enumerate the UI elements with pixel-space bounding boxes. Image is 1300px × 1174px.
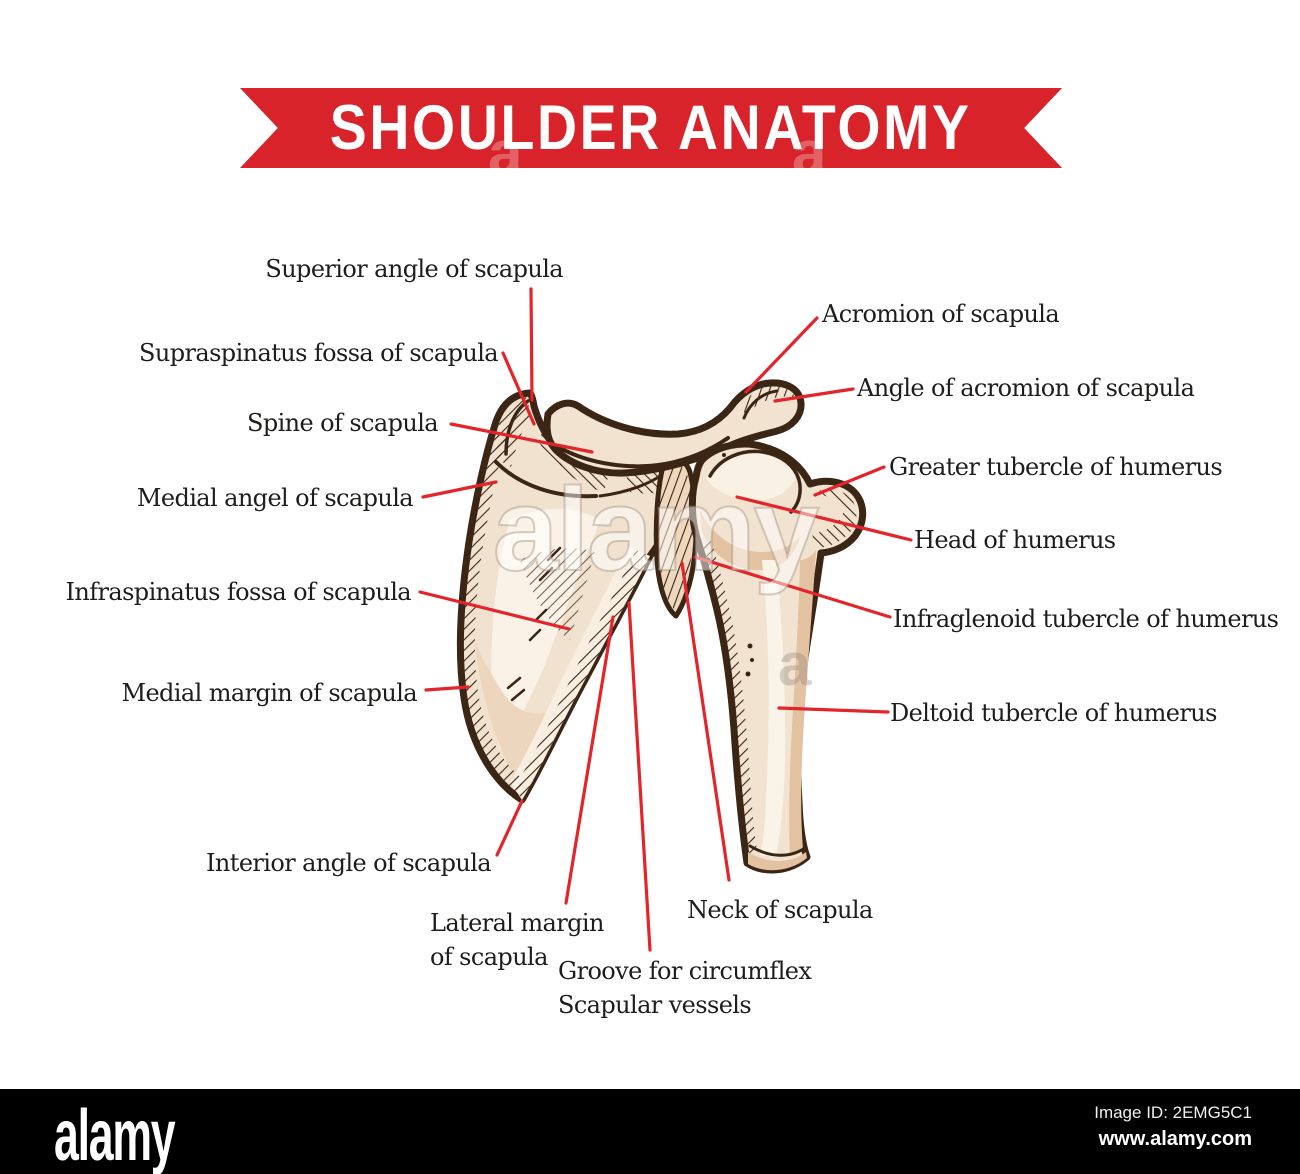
label-deltoid-tubercle: Deltoid tubercle of humerus: [890, 699, 1217, 727]
leader-lines: [418, 287, 913, 952]
leader-interior-angle: [495, 799, 524, 857]
leader-groove: [627, 601, 652, 952]
shaft-light-strip: [760, 560, 786, 857]
label-infraglenoid: Infraglenoid tubercle of humerus: [893, 605, 1279, 633]
label-acromion: Acromion of scapula: [822, 300, 1060, 328]
fossa-crease-1: [494, 460, 598, 499]
blade-center-hatch: [520, 548, 595, 640]
leader-supraspinatus-fossa: [501, 351, 536, 426]
spine-underside-line: [558, 436, 730, 469]
footer-info: Image ID: 2EMG5C1 www.alamy.com: [1094, 1103, 1252, 1151]
shaft-left-hatch: [700, 540, 757, 856]
label-head-of-humerus: Head of humerus: [914, 526, 1116, 554]
label-groove-circumflex: Groove for circumflex Scapular vessels: [558, 957, 812, 1020]
label-medial-margin: Medial margin of scapula: [121, 679, 417, 707]
sketch-ticks: [506, 546, 562, 702]
acromion-inner-line: [742, 389, 779, 420]
bones-group: [456, 379, 867, 874]
humerus-head-highlight: [706, 452, 796, 501]
humerus-dots: [705, 453, 754, 677]
leader-neck: [680, 561, 731, 882]
leader-lateral-margin: [564, 615, 615, 905]
leader-acromion: [744, 316, 819, 394]
humerus-head-shade: [700, 510, 800, 571]
leader-medial-margin: [424, 685, 470, 692]
leader-head-of-humerus: [735, 495, 913, 542]
shaft-bottom-shade: [748, 852, 807, 871]
label-neck: Neck of scapula: [687, 896, 873, 924]
leader-spine: [449, 422, 594, 454]
page-title: SHOULDER ANATOMY: [330, 93, 972, 163]
scapula-spine-acromion: [543, 379, 805, 477]
alamy-footer-bar: alamy Image ID: 2EMG5C1 www.alamy.com: [0, 1089, 1300, 1174]
label-interior-angle: Interior angle of scapula: [206, 849, 492, 877]
leader-greater-tubercle: [813, 465, 886, 497]
lateral-border-hatch: [515, 550, 650, 800]
humerus-head-inner-line: [708, 449, 802, 514]
label-medial-angel: Medial angel of scapula: [136, 484, 414, 512]
website-url: www.alamy.com: [1098, 1128, 1252, 1150]
acromion-hatch: [742, 384, 795, 416]
label-greater-tubercle: Greater tubercle of humerus: [889, 453, 1223, 481]
label-spine: Spine of scapula: [246, 409, 439, 437]
alamy-logo: alamy: [54, 1096, 176, 1174]
label-superior-angle: Superior angle of scapula: [265, 255, 563, 283]
title-ribbon: SHOULDER ANATOMY: [240, 88, 1062, 168]
image-id: Image ID: 2EMG5C1: [1094, 1103, 1252, 1122]
greater-tubercle-hatch: [812, 489, 857, 548]
label-infraspinatus-fossa: Infraspinatus fossa of scapula: [65, 578, 411, 606]
leader-angle-of-acromion: [773, 387, 855, 403]
leader-deltoid-tubercle: [777, 706, 890, 714]
leader-infraglenoid: [693, 555, 892, 619]
label-supraspinatus-fossa: Supraspinatus fossa of scapula: [139, 339, 499, 367]
leader-medial-angel: [421, 480, 498, 499]
medial-border-hatch: [461, 430, 523, 796]
shaft-bottom-line: [748, 844, 807, 857]
leader-infraspinatus-fossa: [418, 590, 571, 631]
shaft-right-shade: [789, 550, 816, 856]
label-angle-of-acromion: Angle of acromion of scapula: [857, 374, 1195, 402]
label-lateral-margin: Lateral margin of scapula: [430, 909, 604, 972]
leader-superior-angle: [529, 287, 534, 402]
